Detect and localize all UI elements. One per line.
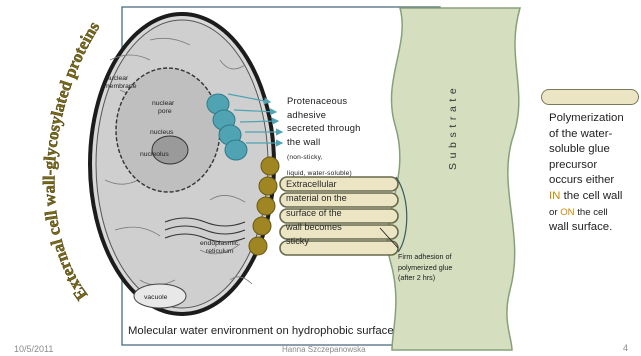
label-nuclear-pore-1: nuclear [152, 100, 175, 107]
label-vacuole: vacuole [144, 294, 168, 301]
poly-or: or [549, 207, 560, 218]
poly-on-word: ON [560, 207, 574, 218]
poly-line1: Polymerization of the water- soluble glu… [549, 112, 624, 186]
label-er-1: endoplasmic [200, 240, 239, 247]
poly-mid: the cell wall [560, 190, 622, 202]
polymerization-text: Polymerization of the water- soluble glu… [549, 111, 641, 236]
legend-pill [541, 89, 639, 105]
label-nuclear-membrane-2: membrane [104, 83, 137, 90]
poly-last: wall surface. [549, 221, 612, 233]
poly-end: the cell [575, 207, 608, 218]
substrate-label: Substrate [447, 30, 459, 170]
extracellular-label: Extracellular material on the surface of… [286, 177, 398, 248]
footer-author: Hanna Szczepanowska [282, 345, 366, 354]
nucleolus [152, 136, 188, 164]
adhesive-label: Protenaceous adhesive secreted through t… [287, 80, 399, 181]
footer-date: 10/5/2011 [14, 344, 53, 354]
environment-caption: Molecular water environment on hydrophob… [128, 325, 448, 337]
label-nuclear-membrane-1: nuclear [106, 75, 129, 82]
label-nucleolus: nucleolus [140, 151, 169, 158]
label-nucleus: nucleus [150, 129, 174, 136]
footer-page-number: 4 [623, 343, 628, 353]
adhesive-text: Protenaceous adhesive secreted through t… [287, 95, 361, 147]
poly-in-word: IN [549, 190, 560, 202]
label-nuclear-pore-2: pore [158, 108, 172, 115]
firm-adhesion-label: Firm adhesion of polymerized glue (after… [398, 252, 476, 284]
label-er-2: reticulum [206, 248, 234, 255]
adhesive-small-text: (non-sticky, liquid, water-soluble) [287, 154, 352, 177]
